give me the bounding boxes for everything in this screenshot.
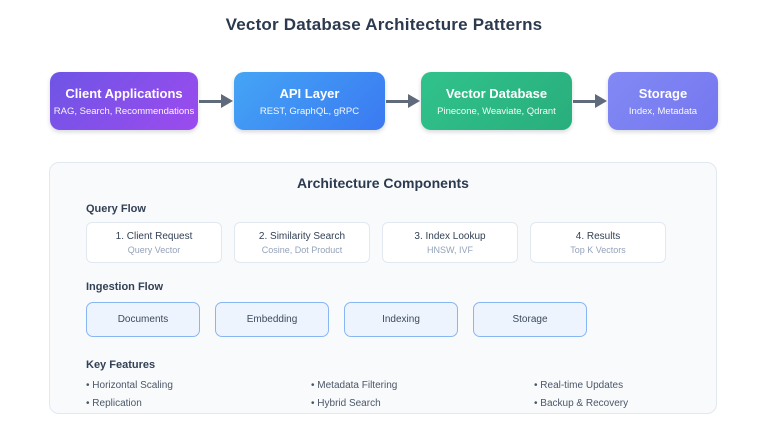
node-client-applications: Client Applications RAG, Search, Recomme… — [50, 72, 198, 130]
feature-column: • Real-time Updates • Backup & Recovery — [534, 377, 680, 413]
panel-title: Architecture Components — [297, 175, 469, 191]
step-subtitle: Cosine, Dot Product — [261, 244, 343, 255]
feature-item: • Real-time Updates — [534, 380, 624, 391]
ingestion-stage-documents: Documents — [86, 302, 200, 337]
node-title: Storage — [638, 85, 688, 101]
query-step-client-request: 1. Client Request Query Vector — [86, 222, 222, 263]
node-storage: Storage Index, Metadata — [608, 72, 718, 130]
node-title: Client Applications — [65, 85, 183, 101]
key-features-heading: Key Features — [86, 359, 156, 371]
feature-item: • Backup & Recovery — [534, 398, 629, 409]
node-subtitle: RAG, Search, Recommendations — [53, 105, 195, 117]
node-vector-database: Vector Database Pinecone, Weaviate, Qdra… — [421, 72, 572, 130]
feature-column: • Horizontal Scaling • Replication — [86, 377, 311, 413]
query-flow-row: 1. Client Request Query Vector 2. Simila… — [86, 222, 680, 263]
node-subtitle: Pinecone, Weaviate, Qdrant — [437, 105, 556, 117]
architecture-components-panel: Architecture Components Query Flow 1. Cl… — [49, 162, 717, 414]
step-subtitle: Top K Vectors — [570, 244, 626, 255]
arrow-right-icon — [198, 94, 234, 108]
query-step-similarity-search: 2. Similarity Search Cosine, Dot Product — [234, 222, 370, 263]
arrow-right-icon — [385, 94, 421, 108]
step-title: 2. Similarity Search — [258, 230, 346, 242]
step-title: 1. Client Request — [115, 230, 193, 242]
feature-item: • Replication — [86, 398, 142, 409]
step-subtitle: Query Vector — [127, 244, 181, 255]
node-api-layer: API Layer REST, GraphQL, gRPC — [234, 72, 385, 130]
page-title: Vector Database Architecture Patterns — [225, 15, 543, 34]
key-features-grid: • Horizontal Scaling • Replication • Met… — [86, 377, 680, 413]
ingestion-flow-row: Documents Embedding Indexing Storage — [86, 302, 680, 337]
query-step-index-lookup: 3. Index Lookup HNSW, IVF — [382, 222, 518, 263]
ingestion-stage-storage: Storage — [473, 302, 587, 337]
query-flow-heading: Query Flow — [86, 203, 146, 215]
step-title: 4. Results — [575, 230, 621, 242]
node-subtitle: REST, GraphQL, gRPC — [259, 105, 360, 117]
feature-column: • Metadata Filtering • Hybrid Search — [311, 377, 534, 413]
step-title: 3. Index Lookup — [414, 230, 486, 242]
pipeline-row: Client Applications RAG, Search, Recomme… — [50, 72, 718, 130]
query-step-results: 4. Results Top K Vectors — [530, 222, 666, 263]
feature-item: • Horizontal Scaling — [86, 380, 173, 391]
step-subtitle: HNSW, IVF — [426, 244, 473, 255]
arrow-right-icon — [572, 94, 608, 108]
ingestion-stage-embedding: Embedding — [215, 302, 329, 337]
node-title: Vector Database — [445, 85, 548, 101]
ingestion-flow-heading: Ingestion Flow — [86, 281, 163, 293]
ingestion-stage-indexing: Indexing — [344, 302, 458, 337]
feature-item: • Metadata Filtering — [311, 380, 398, 391]
feature-item: • Hybrid Search — [311, 398, 381, 409]
node-subtitle: Index, Metadata — [628, 105, 698, 117]
node-title: API Layer — [279, 85, 340, 101]
